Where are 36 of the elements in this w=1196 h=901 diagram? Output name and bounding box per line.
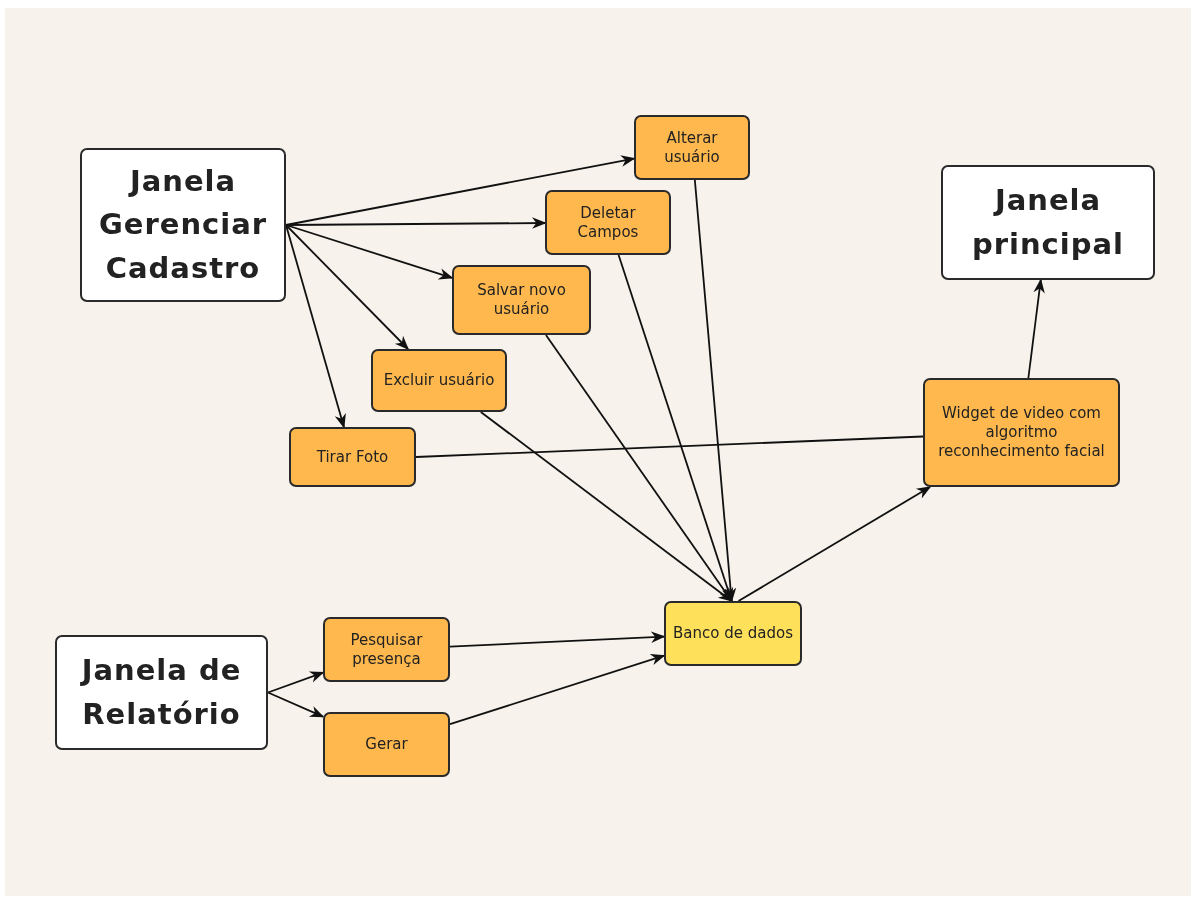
arrow (267, 691, 325, 718)
node-label: Widget de video com algoritmo reconhecimento facial (937, 404, 1106, 461)
node-label: Janela Gerenciar Cadastro (97, 162, 269, 287)
arrow (449, 654, 666, 726)
window-box (941, 165, 1155, 280)
arrow (285, 224, 454, 280)
node-label: Salvar novo usuário (476, 281, 567, 319)
node-label: Gerar (365, 735, 408, 754)
arrow (449, 631, 666, 648)
node-label: Deletar Campos (576, 203, 640, 242)
arrow (267, 671, 325, 694)
process-box (371, 349, 507, 412)
process-box (323, 617, 450, 682)
process-box (323, 712, 450, 777)
node-label: Excluir usuário (383, 371, 495, 390)
process-box (923, 378, 1120, 487)
node-label: Janela principal (970, 182, 1125, 263)
arrow (285, 224, 409, 351)
node-label: Janela de Relatório (79, 652, 243, 733)
process-box (452, 265, 591, 335)
database-box (664, 601, 802, 666)
process-box (289, 427, 416, 487)
arrow (693, 179, 737, 603)
node-label: Pesquisar presença (349, 630, 424, 669)
process-box (545, 190, 671, 255)
node-label: Banco de dados (673, 624, 793, 643)
node-label: Tirar Foto (316, 447, 389, 467)
arrow (285, 224, 346, 429)
arrow (1027, 278, 1045, 379)
arrow (737, 486, 932, 602)
node-label: Alterar usuário (663, 128, 721, 167)
window-box (80, 148, 286, 302)
window-box (55, 635, 268, 750)
arrow (479, 411, 733, 602)
process-box (634, 115, 750, 180)
arrow (545, 334, 733, 603)
